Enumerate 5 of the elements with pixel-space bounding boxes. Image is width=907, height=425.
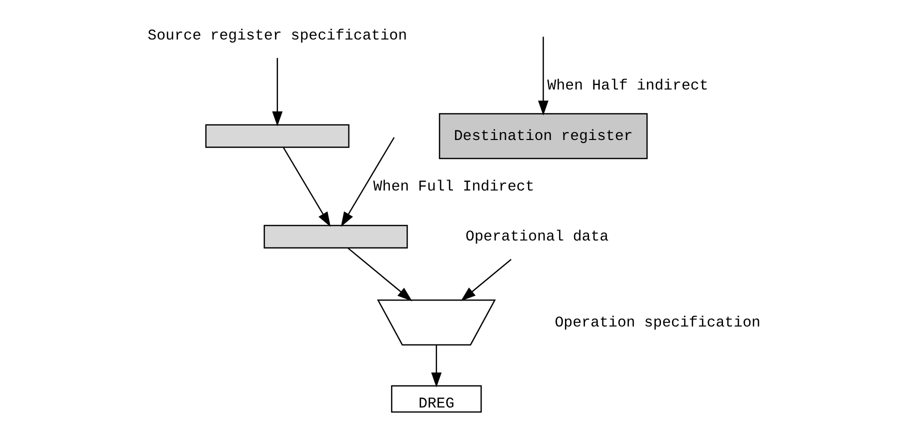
node-text: Source register specification <box>148 28 408 44</box>
edge-label: When Full Indirect <box>373 179 534 196</box>
node-text: Operational data <box>466 230 609 246</box>
edge-label: When Half indirect <box>547 78 708 95</box>
label: Operation specification <box>554 315 760 332</box>
